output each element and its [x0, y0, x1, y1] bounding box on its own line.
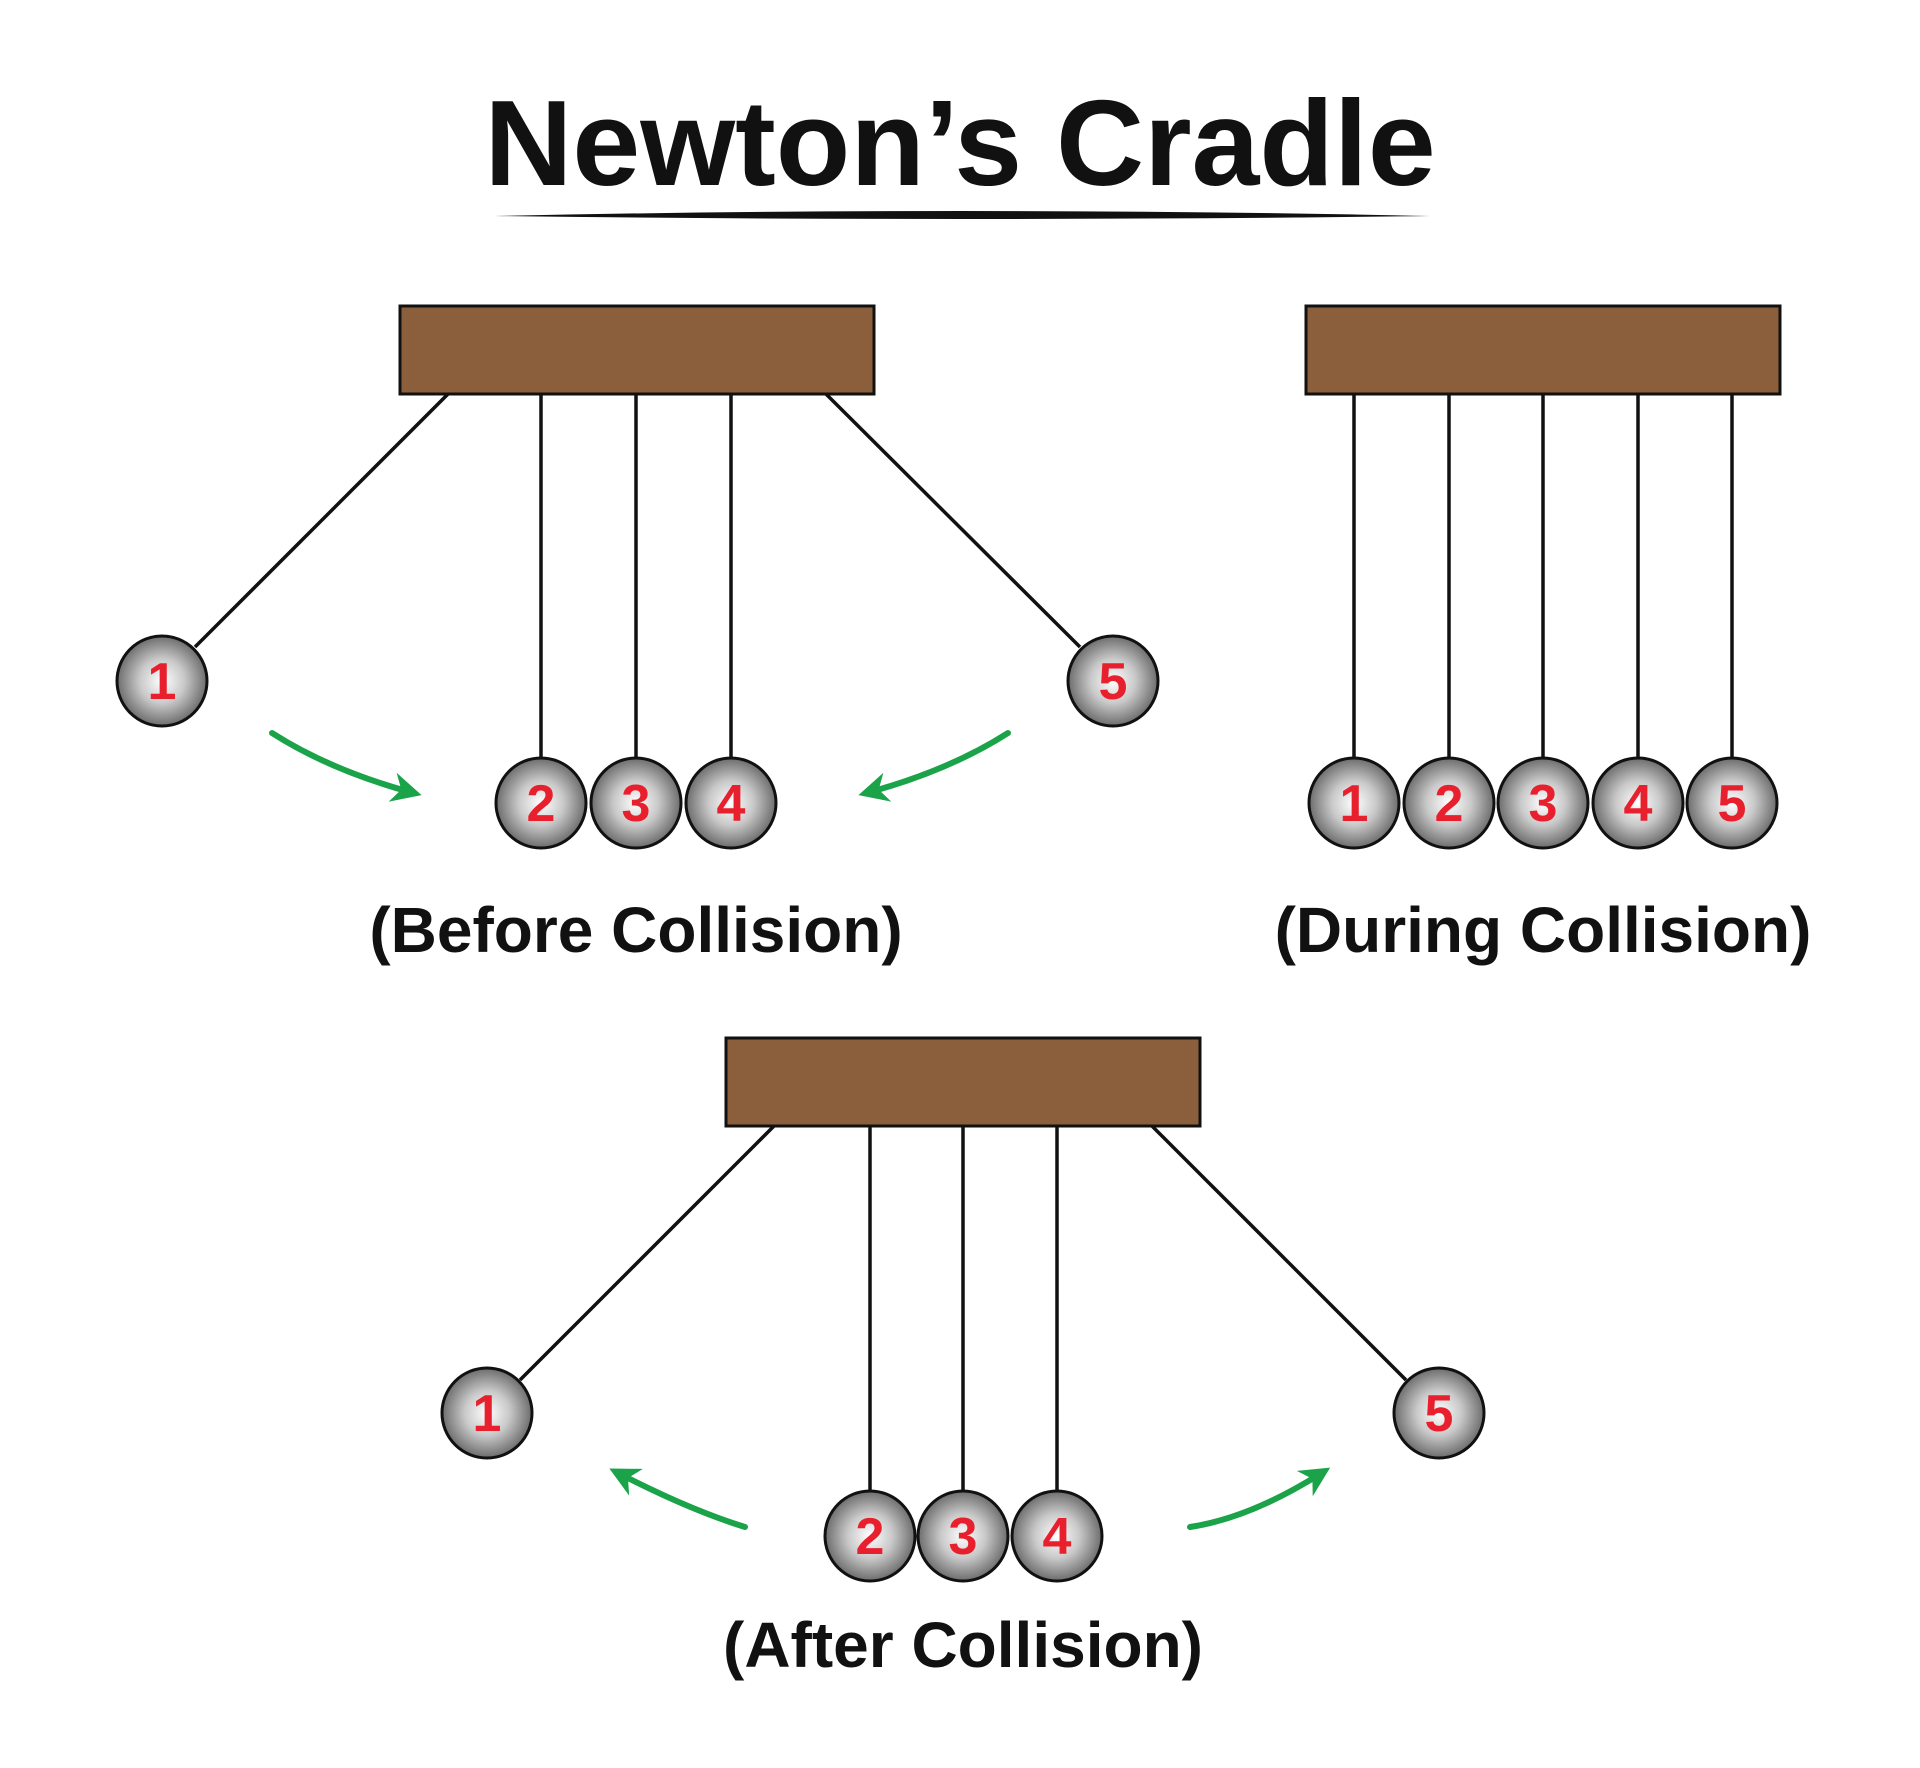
title-underline [495, 211, 1430, 219]
ball-number: 5 [1718, 775, 1747, 833]
string-5 [1150, 1124, 1408, 1382]
string-1 [518, 1124, 776, 1382]
ball-5: 5 [1066, 634, 1160, 728]
arrow-right [1187, 1467, 1331, 1530]
ball-number: 3 [949, 1508, 978, 1566]
panel-during-collision: 1 2 3 4 5 (During Collision) [1275, 304, 1812, 966]
ball-2: 2 [494, 756, 588, 850]
ball-2: 2 [823, 1489, 917, 1583]
ball-3: 3 [916, 1489, 1010, 1583]
ball-number: 2 [856, 1508, 885, 1566]
cradle-frame [1304, 304, 1782, 396]
ball-3: 3 [1496, 756, 1590, 850]
cradle-frame [724, 1036, 1202, 1128]
ball-number: 5 [1425, 1385, 1454, 1443]
caption-before-collision: (Before Collision) [369, 894, 902, 966]
string-1 [193, 392, 450, 649]
ball-number: 2 [1435, 775, 1464, 833]
arrow-left [858, 730, 1011, 802]
ball-4: 4 [1010, 1489, 1104, 1583]
ball-number: 1 [473, 1385, 502, 1443]
ball-2: 2 [1402, 756, 1496, 850]
ball-1: 1 [115, 634, 209, 728]
ball-number: 3 [1529, 775, 1558, 833]
ball-number: 1 [148, 653, 177, 711]
ball-3: 3 [589, 756, 683, 850]
ball-number: 1 [1340, 775, 1369, 833]
ball-4: 4 [1591, 756, 1685, 850]
ball-number: 3 [622, 775, 651, 833]
arrow-left [609, 1468, 748, 1530]
ball-1: 1 [440, 1366, 534, 1460]
panel-after-collision: 1 2 3 4 5 (After Collision) [440, 1036, 1486, 1681]
caption-during-collision: (During Collision) [1275, 894, 1812, 966]
cradle-frame [398, 304, 876, 396]
page-title: Newton’s Cradle [484, 75, 1435, 211]
ball-5: 5 [1392, 1366, 1486, 1460]
ball-number: 4 [1043, 1508, 1072, 1566]
ball-1: 1 [1307, 756, 1401, 850]
arrow-right [269, 730, 422, 802]
ball-5: 5 [1685, 756, 1779, 850]
ball-4: 4 [684, 756, 778, 850]
ball-number: 5 [1099, 653, 1128, 711]
panel-before-collision: 1 2 3 4 5 (Before Collision) [115, 304, 1160, 966]
ball-number: 2 [527, 775, 556, 833]
string-5 [824, 392, 1082, 649]
ball-number: 4 [717, 775, 746, 833]
caption-after-collision: (After Collision) [723, 1609, 1203, 1681]
ball-number: 4 [1624, 775, 1653, 833]
